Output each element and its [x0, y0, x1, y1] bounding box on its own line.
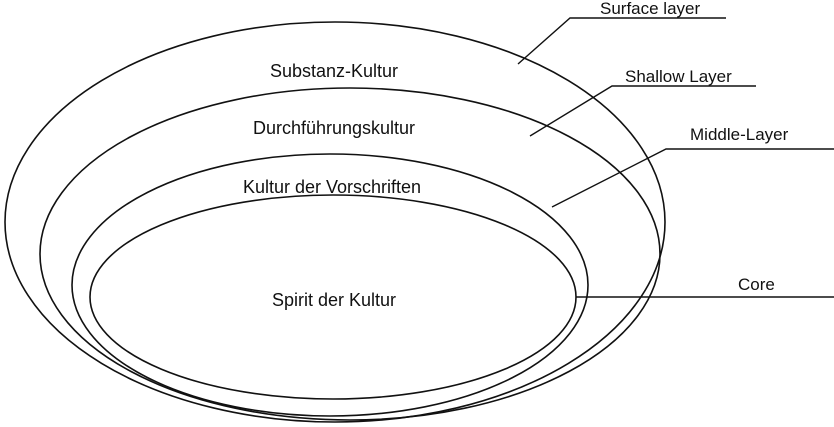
shallow-layer-leader [529, 85, 756, 137]
shallow-layer-name: Shallow Layer [625, 67, 732, 86]
core-text: Spirit der Kultur [272, 290, 396, 310]
middle-layer-leader [551, 148, 834, 208]
middle-layer-text: Kultur der Vorschriften [243, 177, 421, 197]
middle-layer-name: Middle-Layer [690, 125, 789, 144]
shallow-layer-text: Durchführungskultur [253, 118, 415, 138]
shallow-layer-ring [39, 87, 661, 421]
middle-layer-ring [71, 153, 589, 417]
surface-layer-ring [4, 21, 666, 423]
core-name: Core [738, 275, 775, 294]
surface-layer-text: Substanz-Kultur [270, 61, 398, 81]
surface-layer-leader [517, 17, 726, 65]
surface-layer-name: Surface layer [600, 0, 700, 18]
